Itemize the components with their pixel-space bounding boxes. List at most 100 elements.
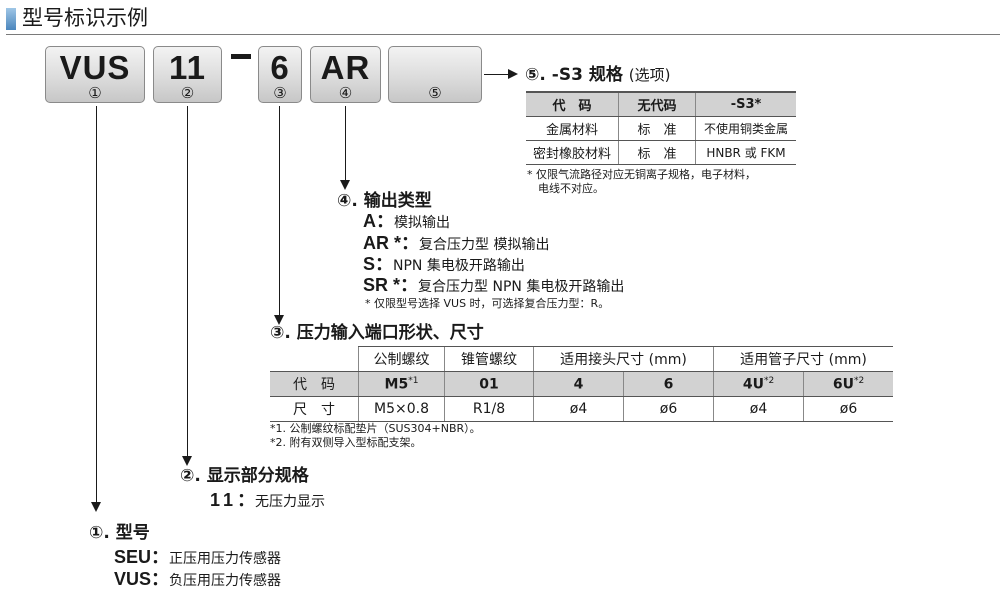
code-box-model-num: ① [88, 84, 102, 102]
code-box-option-num: ⑤ [428, 84, 442, 102]
code-box-display-code: 11 [169, 49, 206, 86]
port-code-cell: 4U*2 [713, 371, 804, 397]
display-item: 11：无压力显示 [210, 486, 325, 512]
output-item: AR *：复合压力型 模拟输出 [363, 233, 549, 256]
code-box-model-code: VUS [59, 49, 131, 86]
arrow-model-line [96, 106, 97, 504]
port-size-row: 尺 寸 M5×0.8 R1/8 ø4 ø6 ø4 ø6 [270, 396, 893, 422]
s3-note-2: 电线不对应。 [538, 182, 604, 195]
model-code: VUS [114, 569, 152, 589]
port-note-2: *2. 附有双侧导入型标配支架。 [270, 436, 422, 449]
code-box-port-num: ③ [273, 84, 287, 102]
arrow-output-line [345, 106, 346, 182]
display-desc: 无压力显示 [255, 494, 326, 510]
code-box-output-code: AR [320, 49, 371, 86]
model-desc: 正压用压力传感器 [169, 551, 282, 567]
arrow-display-line [187, 106, 188, 458]
output-note: * 仅限型号选择 VUS 时，可选择复合压力型：R。 [365, 297, 610, 310]
model-title: ①. 型号 [89, 523, 150, 543]
code-box-option-code [389, 51, 481, 85]
port-table: 公制螺纹 锥管螺纹 适用接头尺寸 (mm) 适用管子尺寸 (mm) 代 码 M5… [270, 346, 893, 422]
output-desc: 模拟输出 [394, 215, 450, 231]
s3-title: ⑤. -S3 规格 (选项) [525, 65, 670, 85]
arrow-option-line [484, 74, 512, 75]
code-box-display-num: ② [180, 84, 195, 102]
code-box-port: 6 ③ [258, 46, 302, 103]
output-item: SR *：复合压力型 NPN 集电极开路输出 [363, 275, 624, 298]
arrow-model-head [91, 502, 101, 512]
model-sep: ： [151, 547, 170, 567]
header-divider [6, 34, 1000, 35]
port-size-label: 尺 寸 [270, 396, 359, 422]
s3-row: 金属材料 标 准 不使用铜类金属 [526, 116, 796, 141]
port-group-header: 适用管子尺寸 (mm) [713, 346, 893, 372]
header-accent-bar [6, 8, 16, 30]
output-sep: ： [376, 211, 394, 231]
s3-cell: 不使用铜类金属 [695, 116, 796, 141]
s3-cell: 密封橡胶材料 [526, 140, 619, 165]
s3-option-label: (选项) [628, 66, 671, 84]
output-code: AR [363, 233, 389, 253]
port-group-header: 公制螺纹 [358, 346, 445, 372]
code-box-model: VUS ① [45, 46, 145, 103]
output-sep: ： [400, 275, 419, 295]
output-desc: NPN 集电极开路输出 [393, 258, 525, 274]
port-code-cell: 01 [444, 371, 534, 397]
code-box-output: AR ④ [310, 46, 381, 103]
s3-cell: HNBR 或 FKM [695, 140, 796, 165]
output-star: * [389, 233, 402, 253]
port-group-row: 公制螺纹 锥管螺纹 适用接头尺寸 (mm) 适用管子尺寸 (mm) [270, 346, 893, 372]
port-blank-cell [270, 346, 359, 372]
output-code: S [363, 254, 376, 274]
port-group-header: 适用接头尺寸 (mm) [533, 346, 714, 372]
output-item: S：NPN 集电极开路输出 [363, 254, 525, 277]
s3-cell: 标 准 [618, 140, 696, 165]
s3-title-text: ⑤. -S3 规格 [525, 65, 623, 85]
port-size-cell: ø6 [803, 396, 893, 422]
s3-header-cell: 代 码 [526, 92, 619, 117]
port-size-cell: R1/8 [444, 396, 534, 422]
s3-cell: 金属材料 [526, 116, 619, 141]
output-star: * [388, 275, 401, 295]
model-desc: 负压用压力传感器 [169, 573, 282, 589]
arrow-port-head [274, 315, 284, 325]
page-title: 型号标识示例 [22, 6, 148, 30]
port-code-cell: 6U*2 [803, 371, 893, 397]
output-type-title: ④. 输出类型 [337, 191, 432, 211]
output-code: SR [363, 275, 389, 295]
port-code-label: 代 码 [270, 371, 359, 397]
display-code: 11 [210, 490, 238, 510]
s3-table: 代 码 无代码 -S3* 金属材料 标 准 不使用铜类金属 密封橡胶材料 标 准… [526, 91, 796, 165]
code-box-port-code: 6 [270, 49, 290, 86]
code-box-display: 11 ② [153, 46, 222, 103]
s3-header-row: 代 码 无代码 -S3* [526, 92, 796, 117]
output-code: A [363, 211, 376, 231]
port-size-cell: ø4 [713, 396, 804, 422]
arrow-display-head [182, 456, 192, 466]
output-sep: ： [375, 254, 394, 274]
arrow-port-line [279, 106, 280, 317]
output-item: A：模拟输出 [363, 211, 450, 234]
port-note-1: *1. 公制螺纹标配垫片（SUS304+NBR）。 [270, 422, 481, 435]
port-code-cell: 4 [533, 371, 624, 397]
arrow-output-head [340, 180, 350, 190]
model-item: SEU：正压用压力传感器 [114, 543, 281, 569]
arrow-option-head [508, 69, 518, 79]
output-desc: 复合压力型 NPN 集电极开路输出 [418, 279, 625, 295]
port-size-cell: M5×0.8 [358, 396, 445, 422]
model-item: VUS：负压用压力传感器 [114, 565, 281, 591]
display-sep: ： [237, 490, 256, 510]
port-code-cell: 6 [623, 371, 714, 397]
code-box-option: ⑤ [388, 46, 482, 103]
model-code: SEU [114, 547, 152, 567]
port-group-header: 锥管螺纹 [444, 346, 534, 372]
s3-row: 密封橡胶材料 标 准 HNBR 或 FKM [526, 140, 796, 165]
display-title: ②. 显示部分规格 [180, 466, 309, 486]
port-code-cell: M5*1 [358, 371, 445, 397]
code-box-output-num: ④ [338, 84, 353, 102]
model-sep: ： [151, 569, 170, 589]
s3-header-cell: -S3* [695, 92, 796, 117]
port-code-row: 代 码 M5*1 01 4 6 4U*2 6U*2 [270, 371, 893, 397]
s3-header-cell: 无代码 [618, 92, 696, 117]
port-title: ③. 压力输入端口形状、尺寸 [270, 323, 484, 343]
